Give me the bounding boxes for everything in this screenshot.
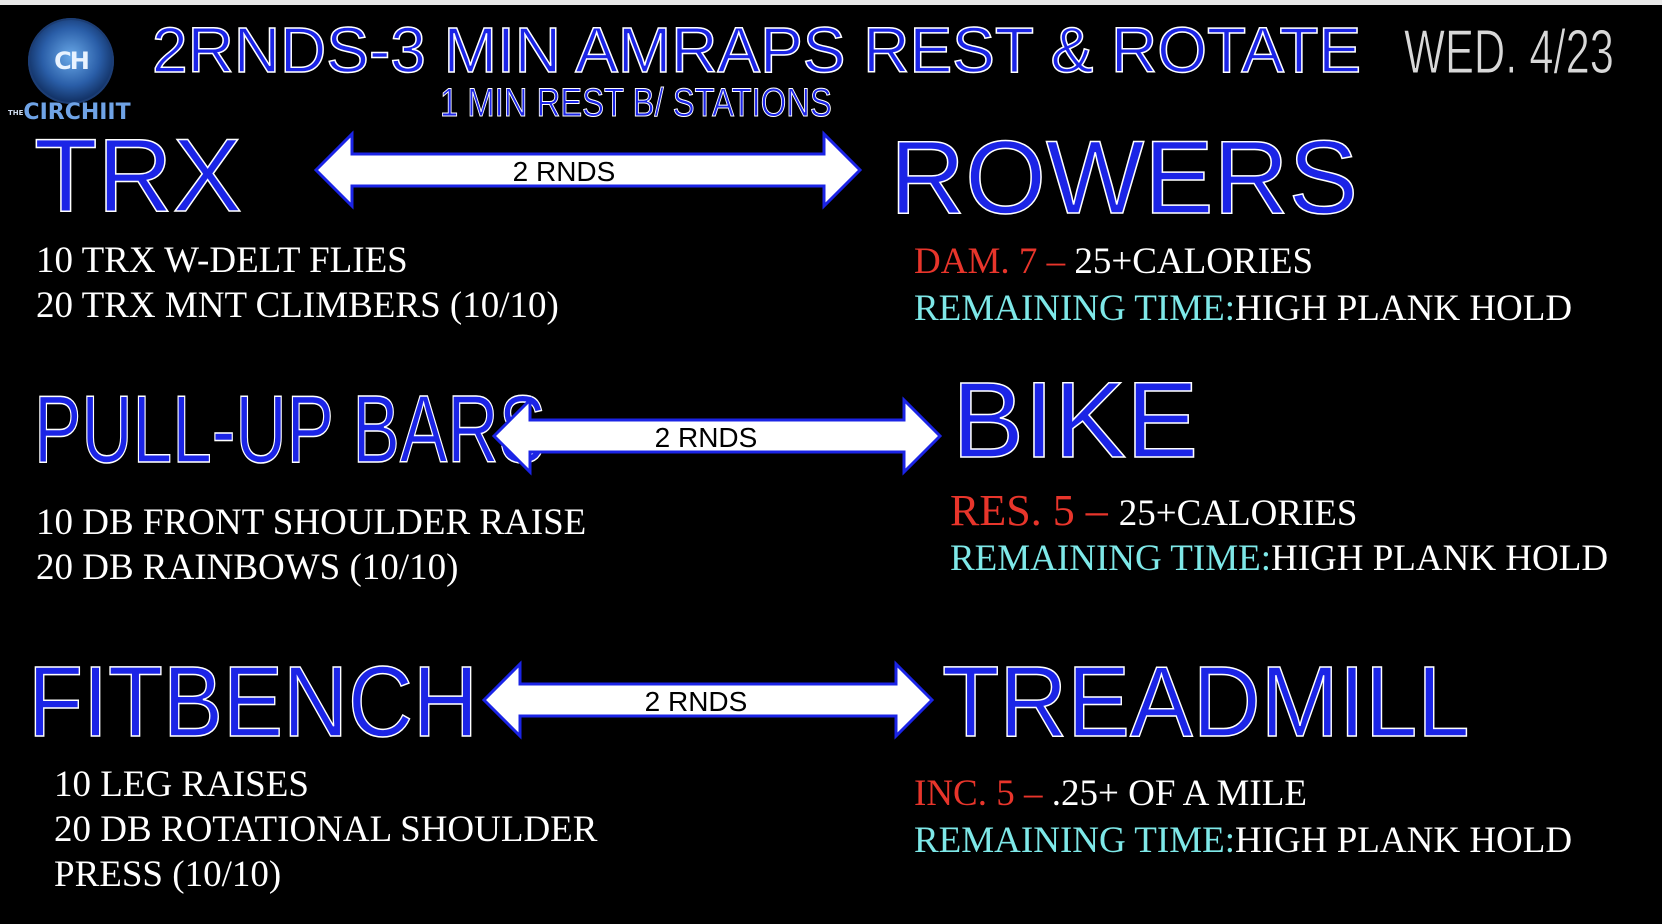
exercise-line: 10 TRX W-DELT FLIES	[36, 240, 408, 281]
arrow-label: 2 RNDS	[513, 156, 616, 187]
station-right-name: ROWERS	[889, 120, 1359, 236]
arrow-label: 2 RNDS	[655, 422, 758, 453]
exercise-line: 10 LEG RAISES	[54, 764, 309, 805]
top-border	[0, 0, 1662, 5]
circhiit-logo-icon: CH	[28, 18, 114, 104]
station-left-name: FITBENCH	[27, 646, 478, 758]
exercise-line: 20 DB RAINBOWS (10/10)	[36, 547, 459, 588]
remaining-time: REMAINING TIME:HIGH PLANK HOLD	[950, 538, 1609, 579]
machine-setting: RES. 5 – 25+CALORIES	[950, 486, 1358, 535]
station-right-name: BIKE	[951, 359, 1199, 480]
logo-wordmark: THECIRCHIIT	[8, 100, 131, 125]
exercise-line: 10 DB FRONT SHOULDER RAISE	[36, 502, 587, 543]
date-label: WED. 4/23	[1404, 18, 1615, 88]
remaining-time: REMAINING TIME:HIGH PLANK HOLD	[914, 820, 1573, 861]
arrow-label: 2 RNDS	[645, 686, 748, 717]
double-arrow-icon: 2 RNDS	[482, 660, 934, 740]
page-title: 2RNDS-3 MIN AMRAPS REST & ROTATE	[151, 13, 1362, 87]
page-subtitle: 1 MIN REST B/ STATIONS	[440, 81, 833, 126]
double-arrow-icon: 2 RNDS	[314, 130, 862, 210]
machine-setting: INC. 5 – .25+ OF A MILE	[914, 773, 1307, 814]
machine-setting: DAM. 7 – 25+CALORIES	[914, 241, 1314, 282]
exercise-line: 20 DB ROTATIONAL SHOULDER	[54, 809, 598, 850]
logo-monogram: CH	[54, 47, 90, 75]
station-right-name: TREADMILL	[941, 646, 1470, 758]
station-left-name: PULL-UP BARS	[33, 376, 546, 483]
exercise-line: PRESS (10/10)	[54, 854, 282, 895]
station-left-name: TRX	[33, 118, 243, 234]
exercise-line: 20 TRX MNT CLIMBERS (10/10)	[36, 285, 559, 326]
double-arrow-icon: 2 RNDS	[492, 396, 942, 476]
remaining-time: REMAINING TIME:HIGH PLANK HOLD	[914, 288, 1573, 329]
